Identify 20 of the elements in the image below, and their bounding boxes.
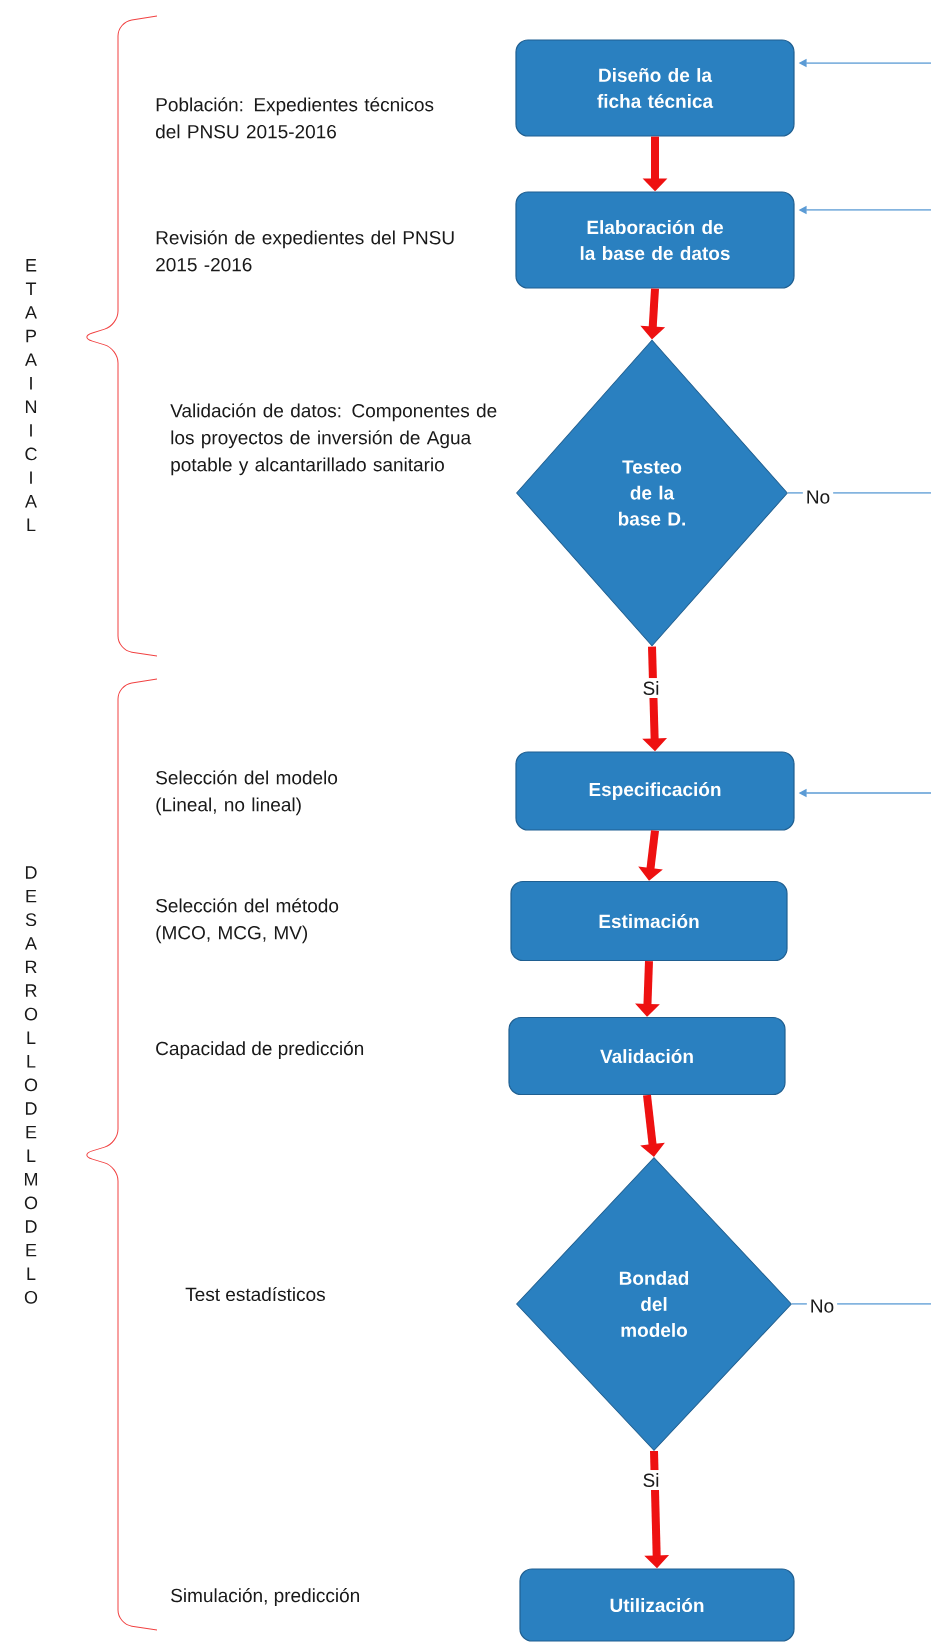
- vertical-label: DESARROLLO DEL MODELO: [24, 866, 38, 1304]
- process-box: Diseño de la ficha técnica: [515, 39, 795, 137]
- step-note: Test estadísticos: [185, 1286, 325, 1302]
- process-box: Especificación: [515, 751, 795, 831]
- step-note: Revisión de expedientes del PNSU 2015 -2016: [156, 230, 454, 272]
- process-box: Elaboración de la base de datos: [515, 191, 795, 289]
- process-box: Validación: [508, 1016, 786, 1096]
- step-note: Simulación, predicción: [171, 1588, 359, 1606]
- step-note: Selección del método (MCO, MCG, MV): [156, 898, 339, 944]
- edge-label: Si: [639, 678, 663, 698]
- vertical-label: ETAPA INICIAL: [25, 259, 37, 531]
- step-note: Capacidad de predicción: [156, 1041, 364, 1059]
- edge-label: Si: [639, 1470, 663, 1490]
- process-box: Estimación: [510, 880, 788, 962]
- process-box: Utilización: [519, 1568, 795, 1642]
- edge-label: No: [806, 1296, 838, 1316]
- step-note: Selección del modelo (Lineal, no lineal): [156, 770, 338, 816]
- step-note: Validación de datos: Componentes de los proyectos de inversión de Agua potable y alcantarillado sanitario: [170, 403, 497, 476]
- edge-label: No: [802, 487, 834, 507]
- step-note: Población: Expedientes técnicos del PNSU 2015-2016: [156, 97, 434, 139]
